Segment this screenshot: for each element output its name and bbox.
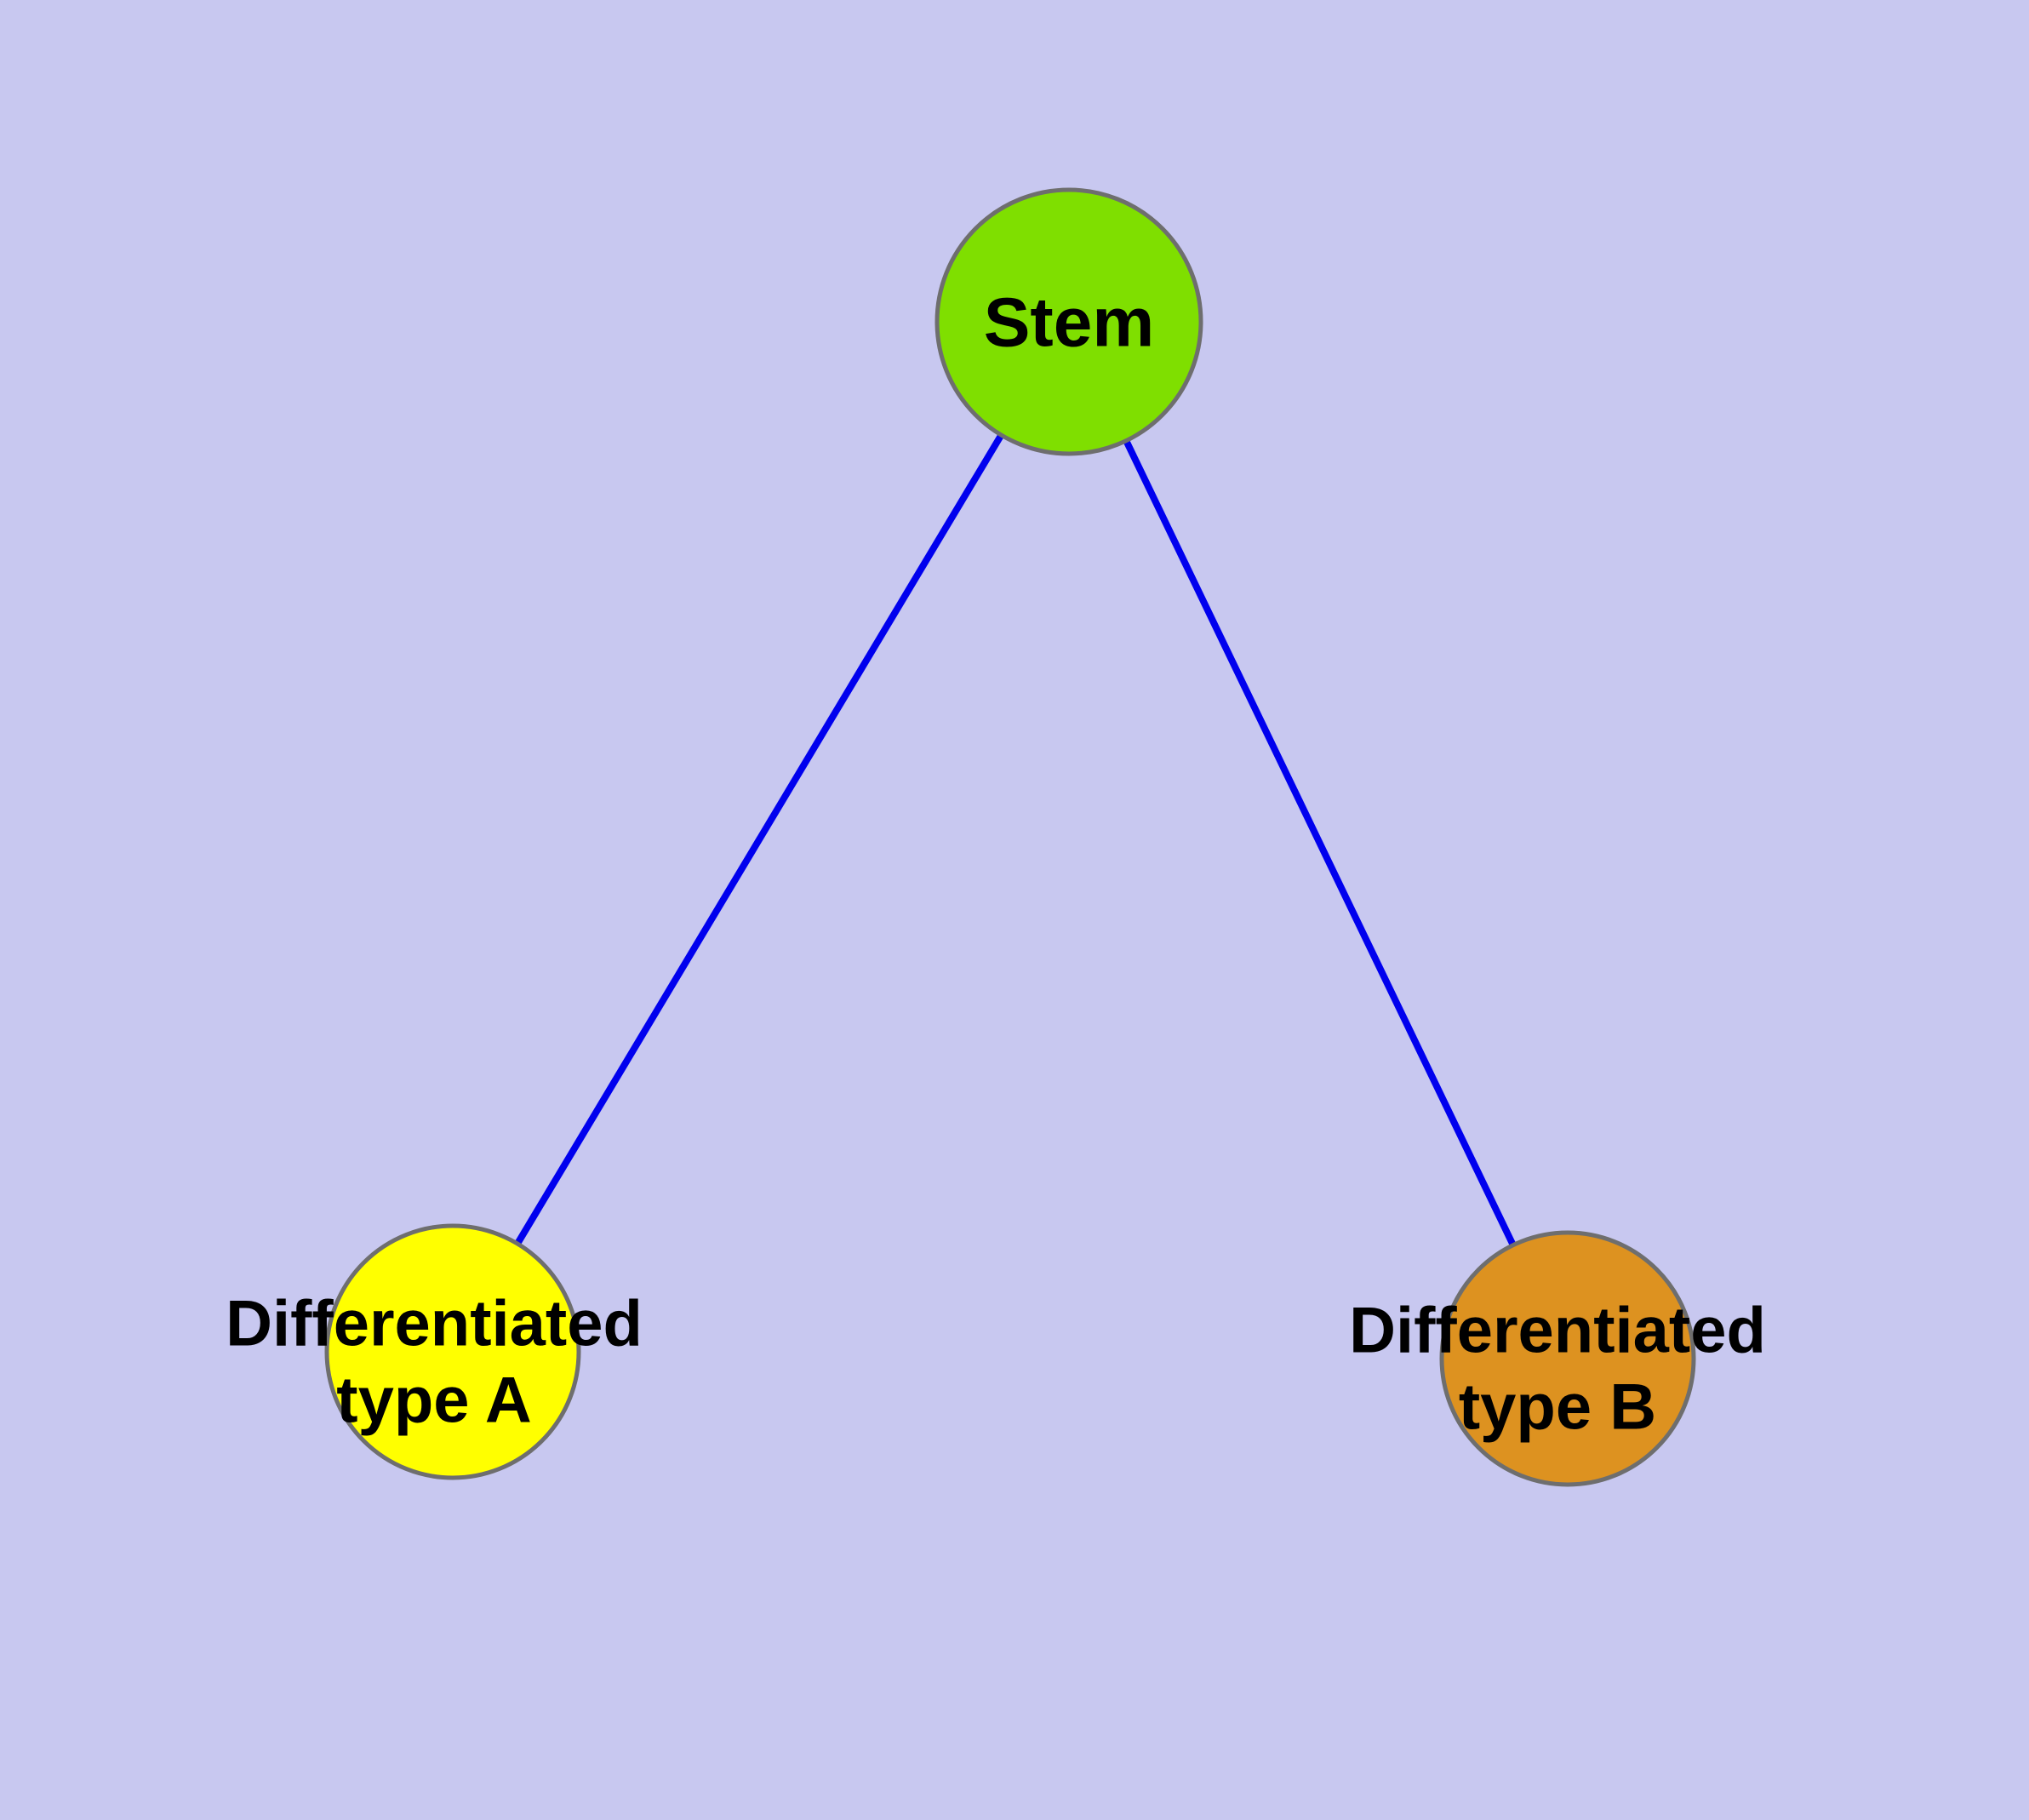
stem-node-label: Stem <box>984 283 1155 365</box>
type-b-node-label-line1: Differentiated <box>1349 1294 1766 1367</box>
type-a-node <box>324 1223 581 1480</box>
type-b-node <box>1439 1230 1696 1487</box>
stem-node-label-text: Stem <box>983 283 1155 362</box>
type-b-node-label-line2: type B <box>1458 1371 1657 1443</box>
edge-stem-to-type-b <box>1066 320 1571 1360</box>
type-a-node-label-line1: Differentiated <box>226 1287 643 1360</box>
type-b-node-label: Differentiated type B <box>1349 1292 1766 1445</box>
edge-stem-to-type-a <box>449 319 1072 1354</box>
type-a-node-label-line2: type A <box>336 1364 532 1436</box>
type-a-node-label: Differentiated type A <box>226 1285 643 1438</box>
stem-node <box>934 187 1203 456</box>
